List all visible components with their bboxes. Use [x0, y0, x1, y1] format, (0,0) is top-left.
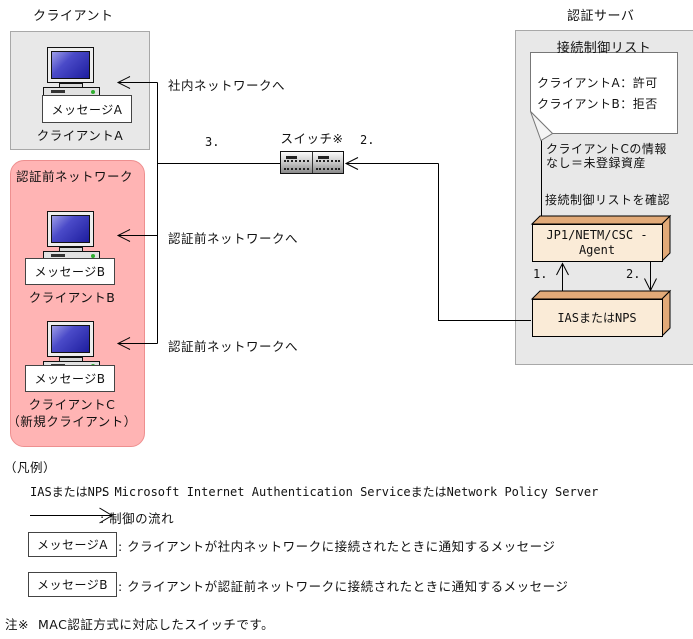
- step-2-servers-label: 2.: [626, 267, 641, 281]
- message-b1-box-label: メッセージB: [34, 265, 106, 279]
- client-a-label: クライアントA: [36, 128, 124, 143]
- flow-lines: [30, 76, 657, 524]
- client-c-computer-icon: [43, 321, 100, 371]
- client-a-computer-icon: [43, 47, 100, 97]
- client-b-computer-icon: [43, 211, 100, 261]
- legend-arrow-desc: : 制御の流れ: [100, 511, 175, 526]
- step-1-label: 1.: [533, 267, 548, 281]
- ias-box-front-face: [532, 299, 663, 337]
- message-b2-box: メッセージB: [25, 365, 115, 392]
- screen-icon: [51, 215, 90, 243]
- note-line-client-a: クライアントA：許可: [537, 76, 658, 90]
- power-led-icon: [91, 254, 95, 258]
- agent-box-label: JP1/NETM/CSC - Agent: [532, 224, 662, 261]
- power-led-icon: [91, 90, 95, 94]
- ias-box-top-face: [530, 290, 672, 300]
- arrow-to-switch: [344, 157, 439, 170]
- agent-box-side-face: [661, 214, 671, 263]
- to-internal-network-label: 社内ネットワークへ: [168, 78, 286, 93]
- agent-box-label-line1: JP1/NETM/CSC -: [546, 227, 648, 242]
- ias-box-label-text: IASまたはNPS: [557, 311, 637, 325]
- screen-icon: [51, 51, 90, 79]
- to-preauth-network-label-b: 認証前ネットワークへ: [168, 231, 299, 246]
- ias-box-side-face: [661, 289, 671, 338]
- control-list-note-shape: [530, 52, 678, 142]
- auth-server-column-header: 認証サーバ: [567, 9, 635, 24]
- footnote-text: MAC認証方式に対応したスイッチです。: [38, 617, 275, 632]
- note-body: [530, 52, 678, 134]
- client-b-label: クライアントB: [28, 290, 116, 305]
- switch-handle-icon: [286, 156, 297, 159]
- message-b2-box-label: メッセージB: [34, 372, 106, 386]
- check-control-list-text: 接続制御リストを確認: [545, 193, 671, 207]
- legend-message-b-desc: : クライアントが認証前ネットワークに接続されたときに通知するメッセージ: [118, 579, 569, 594]
- switch-handle-icon: [317, 156, 329, 159]
- message-a-box: メッセージA: [42, 95, 132, 123]
- network-switch-icon: [280, 151, 344, 174]
- client-c-label: クライアントC: [28, 397, 116, 412]
- legend-flow-arrow: [30, 507, 113, 524]
- arrow-to-client-c: [116, 337, 158, 350]
- no-info-line2: なし＝未登録資産: [546, 155, 647, 170]
- client-c-sublabel: （新規クライアント）: [7, 414, 137, 429]
- switch-label: スイッチ※: [280, 131, 344, 146]
- footnote-mark: 注※: [5, 617, 29, 632]
- agent-box-top-face: [530, 215, 672, 225]
- legend-message-a-term: メッセージA: [37, 538, 108, 552]
- drive-slot-icon: [51, 254, 65, 257]
- legend-ias-desc: : Microsoft Internet Authentication Serv…: [100, 485, 599, 499]
- message-a-box-label: メッセージA: [51, 102, 123, 117]
- client-column-header: クライアント: [33, 9, 114, 24]
- switch-ports-icon: [284, 160, 309, 170]
- step-2-switch-label: 2.: [360, 133, 375, 147]
- legend-message-a-box: メッセージA: [28, 532, 117, 557]
- ias-box-label: IASまたはNPS: [532, 299, 662, 336]
- to-preauth-network-label-c: 認証前ネットワークへ: [168, 339, 299, 354]
- drive-slot-icon: [51, 90, 65, 93]
- pre-auth-network-label: 認証前ネットワーク: [16, 169, 134, 184]
- monitor-icon: [47, 211, 94, 247]
- agent-box-front-face: [532, 224, 663, 262]
- arrow-ias-to-agent: [556, 262, 569, 291]
- note-fold-corner: [530, 111, 554, 142]
- arrow-to-client-b: [116, 229, 158, 242]
- switch-panel-icon: [313, 152, 344, 173]
- monitor-icon: [47, 321, 94, 357]
- step-3-label: 3.: [205, 135, 220, 149]
- arrow-to-client-a: [116, 76, 158, 89]
- monitor-icon: [47, 47, 94, 83]
- agent-box-label-line2: Agent: [578, 242, 616, 257]
- no-info-text: クライアントCの情報 なし＝未登録資産: [546, 142, 667, 170]
- pre-auth-network-zone: [10, 160, 145, 447]
- switch-panel-icon: [281, 152, 313, 173]
- agent-box-3d: [530, 214, 672, 263]
- ias-to-switch-line: [438, 163, 531, 321]
- legend-message-a-desc: : クライアントが社内ネットワークに接続されたときに通知するメッセージ: [118, 539, 556, 554]
- note-line-client-b: クライアントB：拒否: [537, 97, 658, 111]
- legend-message-b-term: メッセージB: [37, 578, 108, 592]
- switch-ports-icon: [315, 160, 340, 170]
- control-list-note-text: クライアントA：許可 クライアントB：拒否: [537, 73, 658, 115]
- arrow-agent-to-ias: [644, 261, 657, 292]
- legend-ias-term: IASまたはNPS: [30, 485, 110, 499]
- screen-icon: [51, 325, 90, 353]
- legend-message-b-box: メッセージB: [28, 572, 117, 597]
- message-b1-box: メッセージB: [25, 258, 115, 285]
- no-info-line1: クライアントCの情報: [546, 142, 667, 156]
- ias-box-3d: [530, 289, 672, 338]
- legend-title: （凡例）: [4, 460, 57, 475]
- control-list-title: 接続制御リスト: [556, 41, 652, 56]
